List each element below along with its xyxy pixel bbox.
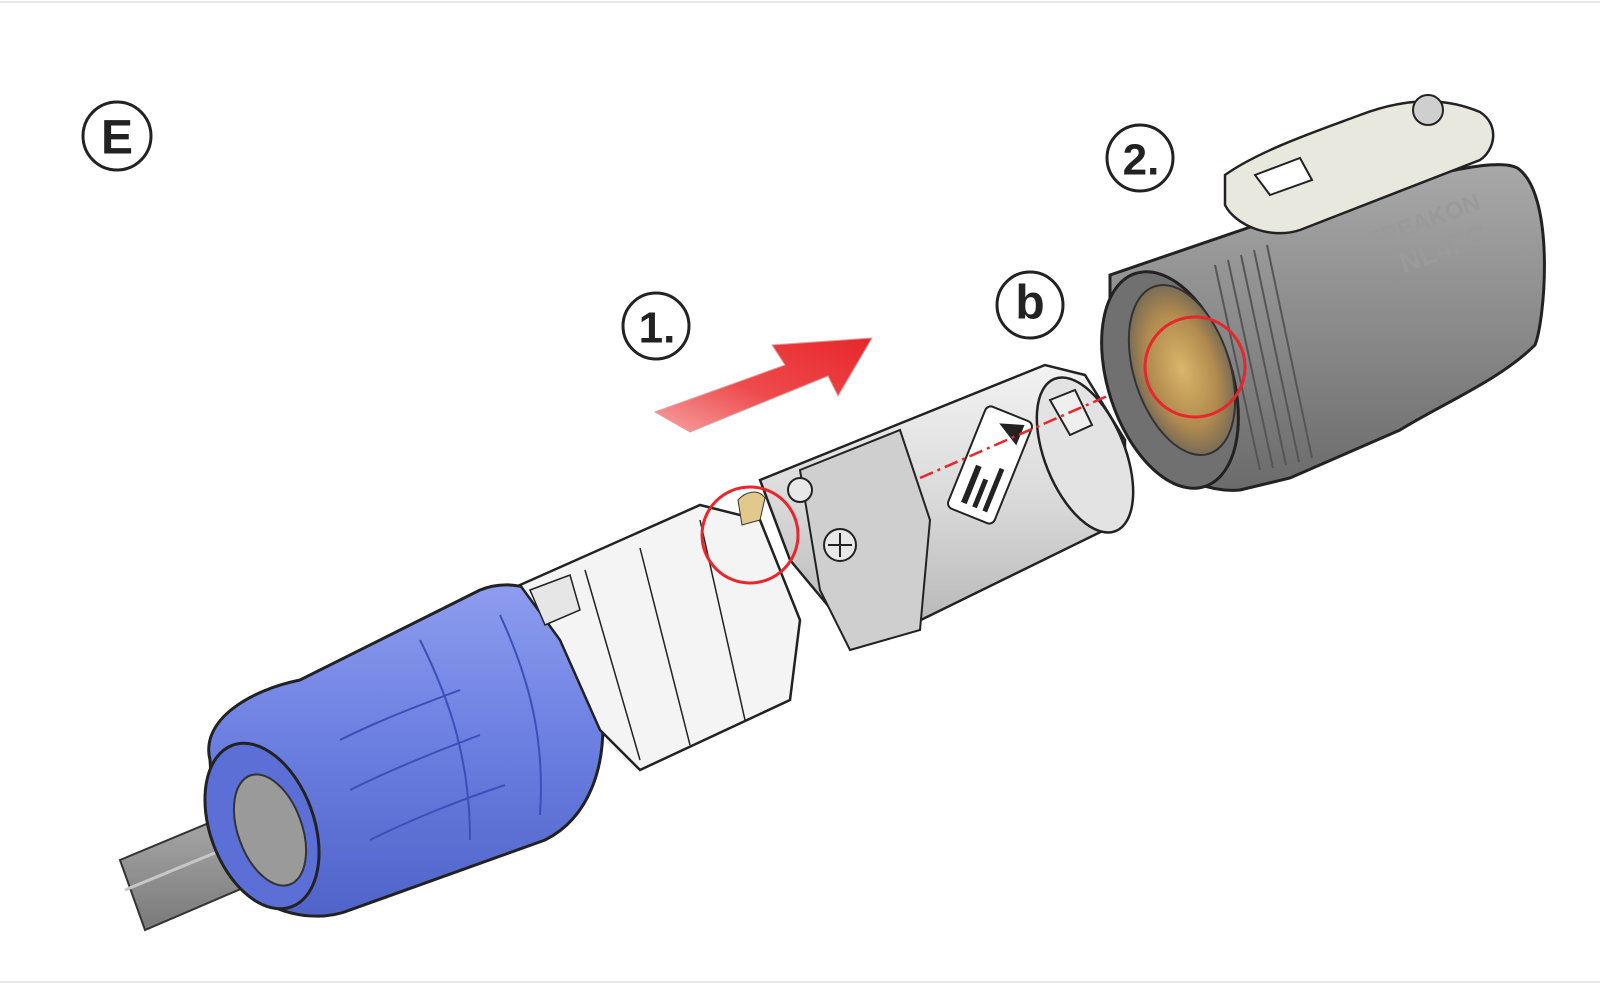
housing-key-highlight-circle	[1143, 315, 1247, 419]
connector-assembly: SPEAKON NL4FC	[118, 94, 1546, 932]
step-badge-e-circle	[81, 100, 153, 172]
chuck-cage	[518, 503, 802, 772]
insert-key-tab	[737, 491, 766, 526]
step-badge-2-circle	[1105, 123, 1175, 193]
insert-key-highlight-circle	[700, 485, 800, 585]
warning-triangle-icon	[999, 423, 1025, 446]
latch-screw-icon	[1412, 94, 1444, 126]
step-badge-2: 2.	[1105, 123, 1175, 193]
step-badge-1: 1.	[621, 291, 691, 361]
part-badge-b-circle	[995, 270, 1065, 340]
cable-boot	[203, 583, 605, 918]
step-badge-e: E	[81, 100, 153, 172]
step-label-1: 1.	[639, 304, 676, 353]
part-label-b: b	[1015, 277, 1044, 330]
connector-insert	[758, 363, 1135, 652]
connector-housing: SPEAKON NL4FC	[1100, 94, 1546, 492]
step-label-2: 2.	[1123, 136, 1160, 185]
insert-label-plate	[947, 405, 1033, 525]
part-badge-b: b	[995, 270, 1065, 340]
step-label-e: E	[101, 112, 133, 165]
housing-latch	[1223, 100, 1495, 235]
insert-direction-arrow-icon	[653, 337, 873, 433]
step-badge-1-circle	[621, 291, 691, 361]
